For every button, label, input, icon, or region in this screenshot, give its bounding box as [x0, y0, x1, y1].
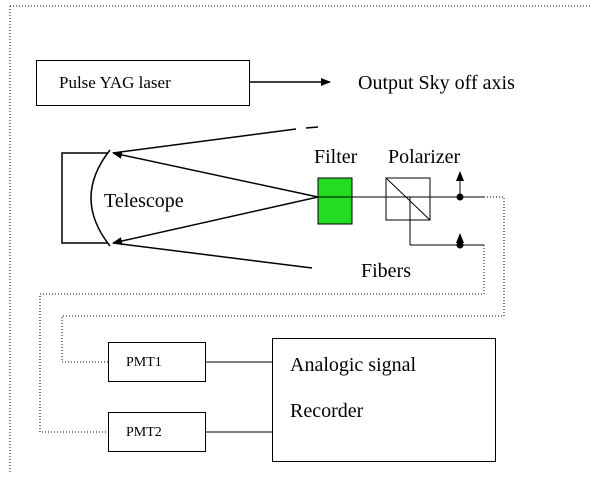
- polarizer-diagonal: [385, 177, 431, 221]
- recorder-label-line2: Recorder: [290, 400, 364, 422]
- recorder-box: [272, 338, 496, 462]
- pmt1-label: PMT1: [126, 355, 162, 370]
- fiber-to-pmt1: [61, 196, 505, 363]
- filter-box: [317, 177, 353, 225]
- fiber-to-pmt2: [39, 245, 485, 433]
- fibers-label: Fibers: [361, 260, 411, 282]
- telescope-ray-upper: [112, 150, 319, 198]
- filter-label: Filter: [314, 146, 358, 168]
- telescope-mirror: [90, 149, 111, 247]
- pmt2-box: [108, 412, 206, 452]
- incoming-line-lower: [112, 242, 313, 269]
- telescope-frame: [61, 152, 108, 244]
- lower-fiber-node: [456, 241, 464, 249]
- incoming-line-upper: [112, 128, 297, 154]
- laser-label: Pulse YAG laser: [59, 73, 171, 92]
- pmt2-label: PMT2: [126, 425, 162, 440]
- laser-box: [36, 60, 250, 106]
- polarizer-label: Polarizer: [388, 146, 461, 168]
- recorder-label-line1: Analogic signal: [290, 354, 417, 376]
- output-label: Output Sky off axis: [358, 72, 515, 94]
- pmt1-box: [108, 342, 206, 382]
- telescope-ray-lower: [112, 196, 319, 245]
- telescope-label: Telescope: [104, 190, 184, 212]
- top-tick: [305, 126, 319, 129]
